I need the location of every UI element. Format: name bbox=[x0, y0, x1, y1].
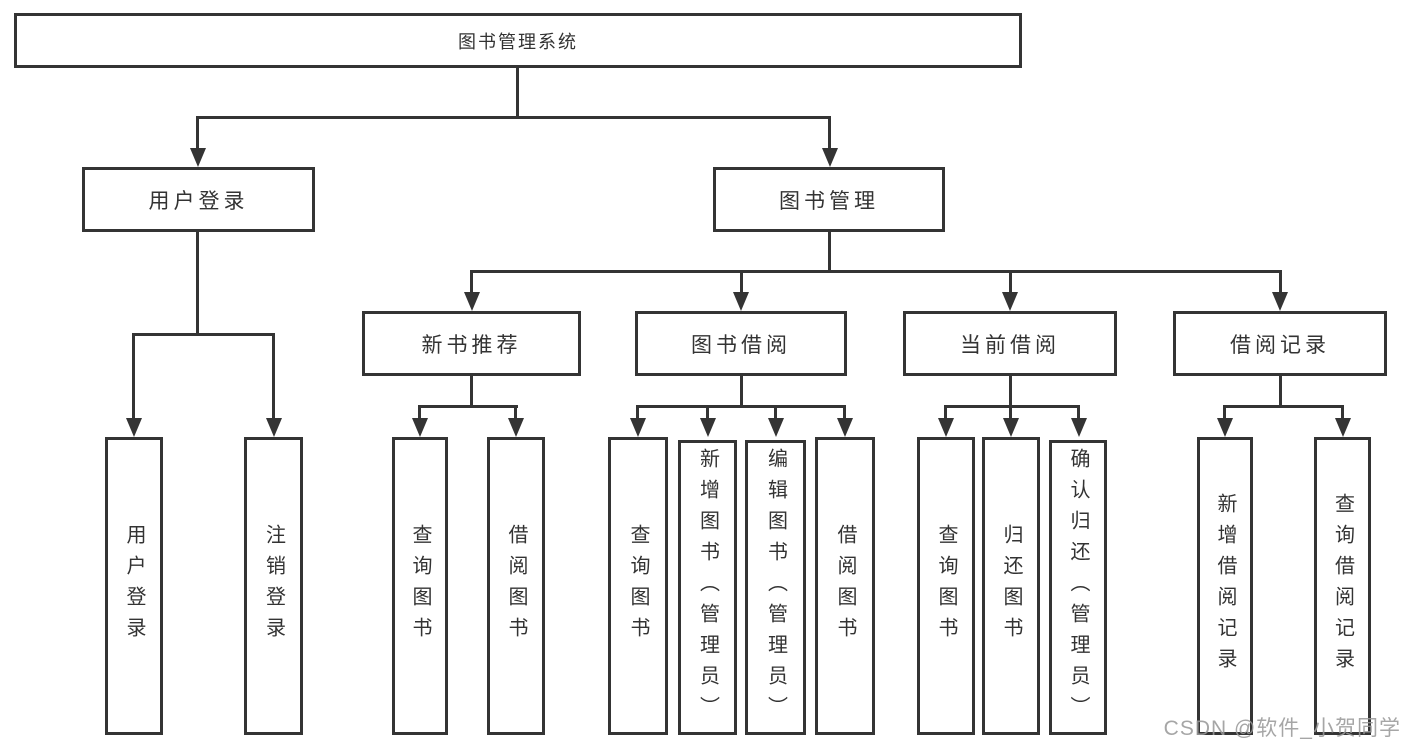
leaf-label: 借阅图书 bbox=[834, 524, 856, 648]
connector-line bbox=[843, 405, 846, 419]
arrow-down-icon bbox=[508, 418, 524, 437]
leaf-label: 查询借阅记录 bbox=[1331, 493, 1354, 679]
node-new-book-recommend: 新书推荐 bbox=[362, 311, 581, 376]
node-current-borrowing: 当前借阅 bbox=[903, 311, 1117, 376]
connector-line bbox=[470, 270, 1282, 273]
node-leaf-recommend-borrow-books: 借阅图书 bbox=[487, 437, 545, 735]
node-leaf-add-books-admin: 新增图书（管理员） bbox=[678, 440, 737, 735]
connector-line bbox=[828, 116, 831, 149]
arrow-down-icon bbox=[266, 418, 282, 437]
connector-line bbox=[944, 405, 947, 419]
connector-line bbox=[828, 232, 831, 273]
connector-line bbox=[740, 270, 743, 293]
node-root: 图书管理系统 bbox=[14, 13, 1022, 68]
connector-line bbox=[196, 116, 831, 119]
connector-line bbox=[1009, 405, 1012, 419]
connector-line bbox=[418, 405, 518, 408]
node-current-borrowing-label: 当前借阅 bbox=[960, 333, 1060, 357]
leaf-label: 用户登录 bbox=[123, 524, 145, 648]
node-book-management-label: 图书管理 bbox=[779, 189, 879, 213]
arrow-down-icon bbox=[1071, 418, 1087, 437]
arrow-down-icon bbox=[1003, 418, 1019, 437]
connector-line bbox=[418, 405, 421, 419]
connector-line bbox=[132, 333, 135, 419]
node-root-label: 图书管理系统 bbox=[458, 31, 578, 52]
node-book-management: 图书管理 bbox=[713, 167, 945, 232]
connector-line bbox=[944, 405, 1080, 408]
connector-line bbox=[132, 333, 275, 336]
arrow-down-icon bbox=[837, 418, 853, 437]
connector-line bbox=[470, 376, 473, 408]
csdn-watermark: CSDN @软件_小贺同学 bbox=[1163, 717, 1401, 740]
node-user-login: 用户登录 bbox=[82, 167, 315, 232]
node-leaf-user-login: 用户登录 bbox=[105, 437, 163, 735]
leaf-label: 查询图书 bbox=[409, 524, 431, 648]
connector-line bbox=[1223, 405, 1344, 408]
node-leaf-add-borrow-record: 新增借阅记录 bbox=[1197, 437, 1253, 735]
arrow-down-icon bbox=[1335, 418, 1351, 437]
connector-line bbox=[514, 405, 517, 419]
leaf-label: 查询图书 bbox=[627, 524, 649, 648]
node-book-borrowing: 图书借阅 bbox=[635, 311, 847, 376]
leaf-label: 注销登录 bbox=[262, 524, 285, 648]
connector-line bbox=[706, 405, 709, 419]
node-leaf-logout: 注销登录 bbox=[244, 437, 303, 735]
node-leaf-edit-books-admin: 编辑图书（管理员） bbox=[745, 440, 806, 735]
node-borrow-records: 借阅记录 bbox=[1173, 311, 1387, 376]
connector-line bbox=[1077, 405, 1080, 419]
connector-line bbox=[196, 116, 199, 149]
arrow-down-icon bbox=[700, 418, 716, 437]
leaf-label: 查询图书 bbox=[935, 524, 957, 648]
node-leaf-confirm-return-admin: 确认归还（管理员） bbox=[1049, 440, 1107, 735]
leaf-label: 归还图书 bbox=[1000, 524, 1022, 648]
node-new-book-recommend-label: 新书推荐 bbox=[421, 333, 522, 357]
connector-line bbox=[1341, 405, 1344, 419]
arrow-down-icon bbox=[1217, 418, 1233, 437]
connector-line bbox=[1223, 405, 1226, 419]
arrow-down-icon bbox=[126, 418, 142, 437]
arrow-down-icon bbox=[938, 418, 954, 437]
connector-line bbox=[1009, 376, 1012, 408]
leaf-label: 确认归还（管理员） bbox=[1067, 448, 1089, 727]
leaf-label: 借阅图书 bbox=[505, 524, 527, 648]
node-borrow-records-label: 借阅记录 bbox=[1230, 333, 1330, 357]
leaf-label: 编辑图书（管理员） bbox=[764, 448, 787, 727]
connector-line bbox=[470, 270, 473, 293]
node-leaf-query-borrow-record: 查询借阅记录 bbox=[1314, 437, 1371, 735]
connector-line bbox=[196, 232, 199, 336]
connector-line bbox=[636, 405, 639, 419]
connector-line bbox=[516, 68, 519, 119]
arrow-down-icon bbox=[768, 418, 784, 437]
arrow-down-icon bbox=[412, 418, 428, 437]
arrow-down-icon bbox=[190, 148, 206, 167]
leaf-label: 新增图书（管理员） bbox=[696, 448, 719, 727]
node-leaf-return-books: 归还图书 bbox=[982, 437, 1040, 735]
arrow-down-icon bbox=[733, 292, 749, 311]
connector-line bbox=[272, 333, 275, 419]
connector-line bbox=[636, 405, 846, 408]
connector-line bbox=[1279, 376, 1282, 408]
leaf-label: 新增借阅记录 bbox=[1214, 493, 1236, 679]
arrow-down-icon bbox=[822, 148, 838, 167]
node-leaf-borrowing-query-books: 查询图书 bbox=[608, 437, 668, 735]
arrow-down-icon bbox=[1002, 292, 1018, 311]
arrow-down-icon bbox=[464, 292, 480, 311]
connector-line bbox=[774, 405, 777, 419]
node-leaf-current-query-books: 查询图书 bbox=[917, 437, 975, 735]
arrow-down-icon bbox=[630, 418, 646, 437]
node-leaf-recommend-query-books: 查询图书 bbox=[392, 437, 448, 735]
connector-line bbox=[1279, 270, 1282, 293]
node-user-login-label: 用户登录 bbox=[148, 189, 249, 213]
arrow-down-icon bbox=[1272, 292, 1288, 311]
connector-line bbox=[1009, 270, 1012, 293]
node-leaf-borrowing-borrow-books: 借阅图书 bbox=[815, 437, 875, 735]
connector-line bbox=[740, 376, 743, 408]
node-book-borrowing-label: 图书借阅 bbox=[691, 333, 791, 357]
